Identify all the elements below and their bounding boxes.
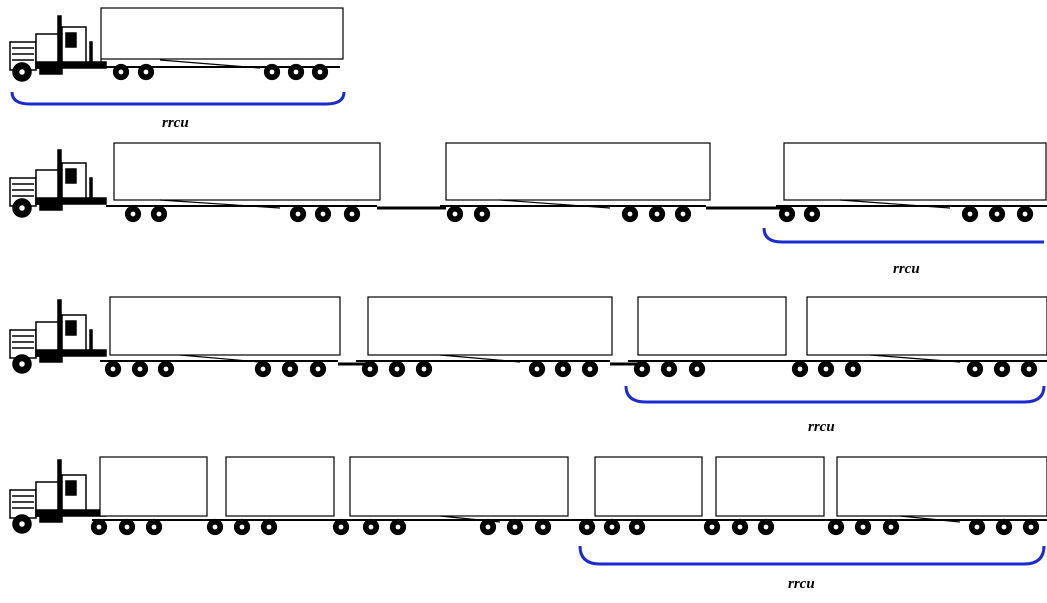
trailer xyxy=(356,296,613,378)
prime-mover-truck xyxy=(9,459,107,534)
prime-mover-truck xyxy=(9,15,107,82)
trailer xyxy=(96,7,344,81)
trailer xyxy=(827,456,1047,536)
trailer xyxy=(205,456,335,536)
rrcu-label: rrcu xyxy=(162,115,189,131)
road-train-row-1: rrcu xyxy=(9,7,346,131)
trailer xyxy=(440,142,711,223)
trailer xyxy=(628,296,794,378)
prime-mover-truck xyxy=(9,299,107,374)
road-train-row-2: rrcu xyxy=(9,142,1047,277)
trailer xyxy=(106,142,381,223)
rrcu-label: rrcu xyxy=(808,419,835,435)
trailer xyxy=(90,456,208,536)
road-train-row-4: rrcu xyxy=(9,456,1047,592)
prime-mover-truck xyxy=(9,149,107,218)
trailer xyxy=(776,142,1047,223)
rrcu-label: rrcu xyxy=(893,261,920,277)
rrcu-bracket xyxy=(624,385,1046,404)
rrcu-label: rrcu xyxy=(788,576,815,592)
rrcu-bracket xyxy=(578,545,1046,566)
trailer xyxy=(790,296,1047,378)
trailer xyxy=(332,456,575,536)
trailer xyxy=(703,456,828,536)
rrcu-bracket xyxy=(10,91,346,106)
road-train-row-3: rrcu xyxy=(9,296,1047,435)
rrcu-bracket xyxy=(762,227,1044,244)
trailer xyxy=(575,456,705,536)
trailer xyxy=(100,296,341,378)
